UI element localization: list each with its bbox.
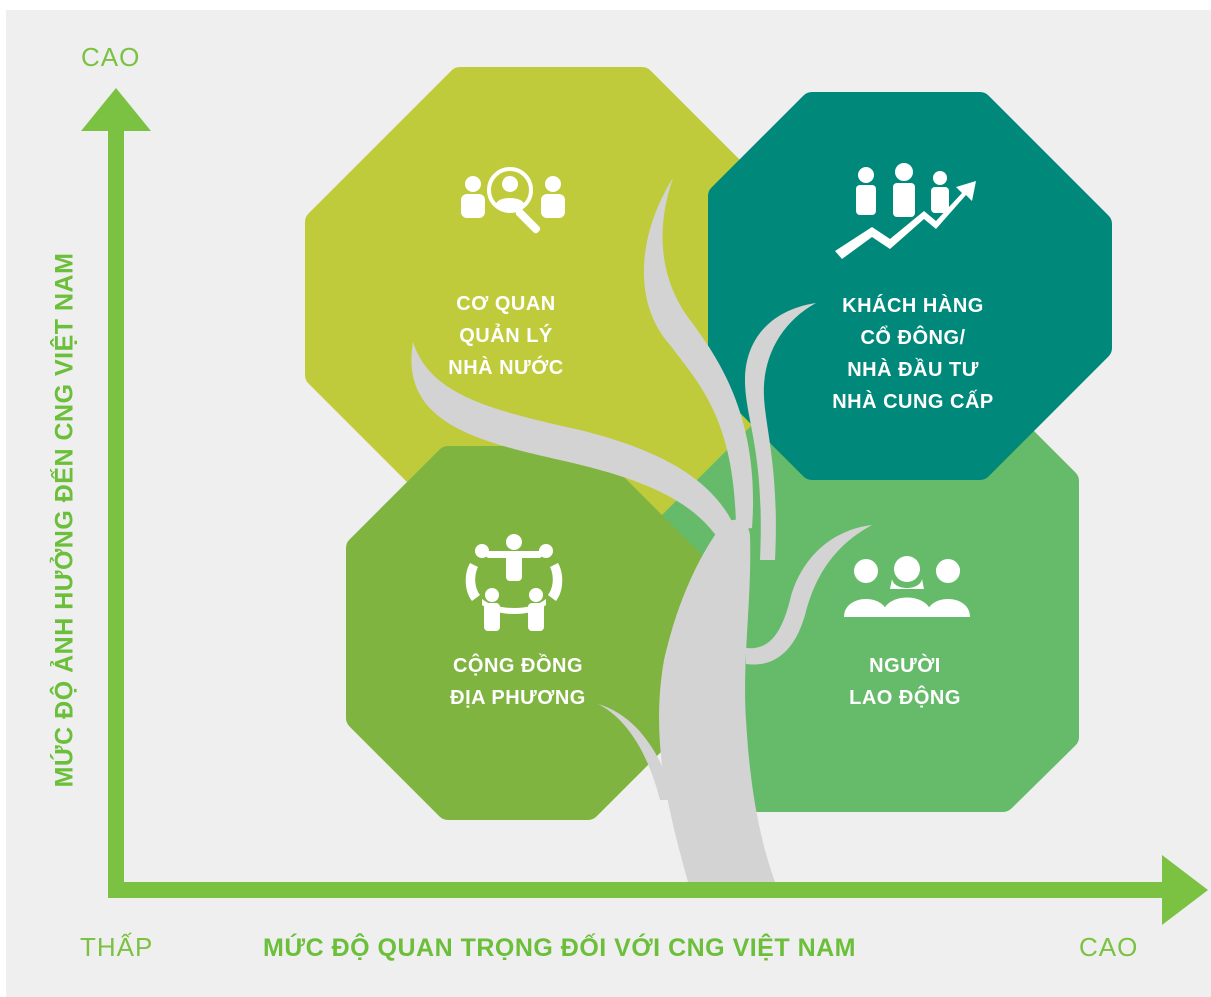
label-line: QUẢN LÝ bbox=[459, 325, 553, 347]
quadrant-shape-bottom-left bbox=[346, 446, 710, 820]
y-axis-line bbox=[108, 128, 124, 898]
x-axis-title: MỨC ĐỘ QUAN TRỌNG ĐỐI VỚI CNG VIỆT NAM bbox=[263, 934, 857, 962]
x-axis-high-label: CAO bbox=[1079, 932, 1139, 962]
tree-branch-right-lower bbox=[746, 525, 872, 665]
quadrant-label-top-left: CƠ QUAN QUẢN LÝ NHÀ NƯỚC bbox=[431, 288, 581, 384]
label-line: LAO ĐỘNG bbox=[849, 687, 961, 709]
label-line: CƠ QUAN bbox=[456, 293, 556, 315]
magnifier-people-icon bbox=[461, 167, 565, 234]
y-axis-arrow bbox=[81, 88, 151, 131]
axes bbox=[81, 88, 1208, 925]
y-axis-high-label: CAO bbox=[81, 42, 141, 72]
tree-branch-right-upper bbox=[745, 303, 816, 560]
businessmen-growth-icon bbox=[835, 163, 976, 259]
workers-group-icon bbox=[844, 556, 970, 617]
tree bbox=[411, 178, 872, 882]
label-line: NHÀ CUNG CẤP bbox=[832, 391, 994, 413]
label-line: NGƯỜI bbox=[869, 655, 941, 677]
community-circle-icon bbox=[465, 534, 563, 631]
quadrant-label-bottom-left: CỘNG ĐỒNG ĐỊA PHƯƠNG bbox=[423, 650, 613, 714]
quadrant-label-bottom-right: NGƯỜI LAO ĐỘNG bbox=[830, 650, 980, 714]
quadrant-label-top-right: KHÁCH HÀNG CỔ ĐÔNG/ NHÀ ĐẦU TƯ NHÀ CUNG … bbox=[803, 290, 1023, 418]
label-line: ĐỊA PHƯƠNG bbox=[450, 687, 586, 709]
x-axis-low-label: THẤP bbox=[80, 932, 154, 962]
label-line: KHÁCH HÀNG bbox=[842, 295, 984, 317]
label-line: NHÀ NƯỚC bbox=[448, 357, 564, 379]
y-axis-title: MỨC ĐỘ ẢNH HƯỞNG ĐẾN CNG VIỆT NAM bbox=[50, 252, 79, 788]
label-line: CỔ ĐÔNG/ bbox=[860, 327, 966, 349]
tree-branch-left-upper bbox=[411, 342, 740, 552]
x-axis-line bbox=[108, 882, 1168, 898]
label-line: CỘNG ĐỒNG bbox=[452, 655, 584, 677]
quadrant-shape-top-right bbox=[708, 92, 1112, 480]
tree-branch-left-lower bbox=[598, 704, 675, 800]
tree-trunk bbox=[659, 519, 775, 882]
tree-branch-center bbox=[643, 178, 754, 530]
x-axis-arrow bbox=[1162, 855, 1208, 925]
label-line: NHÀ ĐẦU TƯ bbox=[847, 359, 979, 381]
